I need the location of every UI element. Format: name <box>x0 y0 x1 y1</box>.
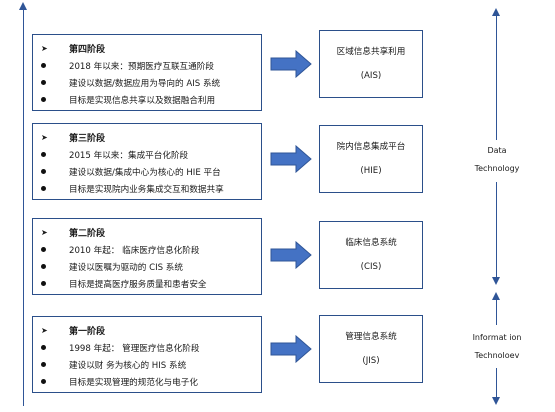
system-box-ais: 区域信息共享利用 (AIS) <box>319 30 423 98</box>
stage-bullet: 2010 年起： 临床医疗信息化阶段 <box>69 245 200 256</box>
flow-arrow-icon <box>270 335 312 363</box>
stage-bullet: 建设以财 务为核心的 HIS 系统 <box>69 360 187 371</box>
data-technology-line-top <box>496 14 497 140</box>
arrow-bullet-icon: ➤ <box>41 43 48 53</box>
stage-bullet: 目标是实现院内业务集成交互和数据共享 <box>69 184 224 195</box>
data-technology-line-bottom <box>496 182 497 278</box>
system-name: 管理信息系统 <box>345 332 397 342</box>
flow-arrow-icon <box>270 50 312 78</box>
system-name: 区域信息共享利用 <box>336 47 406 57</box>
arrow-bullet-icon: ➤ <box>41 132 48 142</box>
timeline-axis <box>23 6 24 406</box>
information-technology-line-bottom <box>496 368 497 398</box>
stage-bullet: 2015 年以来：集成平台化阶段 <box>69 150 189 161</box>
stage-title: 第四阶段 <box>69 45 106 55</box>
stage-bullet: 1998 年起： 管理医疗信息化阶段 <box>69 343 200 354</box>
bullet-dot-icon <box>41 185 46 191</box>
arrowhead-up-icon <box>492 292 500 300</box>
arrowhead-down-icon <box>492 397 500 405</box>
stage-title: 第二阶段 <box>69 229 106 239</box>
bullet-dot-icon <box>41 263 46 269</box>
stage-bullet: 目标是实现信息共享以及数据融合利用 <box>69 95 216 106</box>
bullet-dot-icon <box>41 280 46 286</box>
stage-bullet: 建设以医嘱为驱动的 CIS 系统 <box>69 262 183 273</box>
stage-bullet: 2018 年以来：预期医疗互联互通阶段 <box>69 61 214 72</box>
arrow-bullet-icon: ➤ <box>41 325 48 335</box>
stage-bullet: 目标是实现管理的规范化与电子化 <box>69 377 198 388</box>
stage-1-box: ➤ 第一阶段 1998 年起： 管理医疗信息化阶段 建设以财 务为核心的 HIS … <box>32 316 262 393</box>
information-technology-line-top <box>496 299 497 325</box>
system-box-hie: 院内信息集成平台 (HIE) <box>319 125 423 193</box>
bullet-dot-icon <box>41 96 46 102</box>
arrowhead-up-icon <box>492 8 500 16</box>
bullet-dot-icon <box>41 168 46 174</box>
stage-4-box: ➤ 第四阶段 2018 年以来：预期医疗互联互通阶段 建设以数据/数据应用为导向的… <box>32 34 262 111</box>
stage-2-box: ➤ 第二阶段 2010 年起： 临床医疗信息化阶段 建设以医嘱为驱动的 CIS 系… <box>32 218 262 295</box>
arrow-bullet-icon: ➤ <box>41 227 48 237</box>
bullet-dot-icon <box>41 151 46 157</box>
stage-title: 第三阶段 <box>69 134 106 144</box>
bullet-dot-icon <box>41 378 46 384</box>
data-technology-label: Data Technology <box>474 146 520 173</box>
bullet-dot-icon <box>41 246 46 252</box>
bullet-dot-icon <box>41 79 46 85</box>
stage-3-box: ➤ 第三阶段 2015 年以来：集成平台化阶段 建设以数据/集成中心为核心的 HI… <box>32 123 262 200</box>
system-name: 临床信息系统 <box>345 238 397 248</box>
bullet-dot-icon <box>41 361 46 367</box>
stage-bullet: 建设以数据/数据应用为导向的 AIS 系统 <box>69 78 221 89</box>
flow-arrow-icon <box>270 241 312 269</box>
bullet-dot-icon <box>41 344 46 350</box>
stage-title: 第一阶段 <box>69 327 106 337</box>
flow-arrow-icon <box>270 145 312 173</box>
system-abbr: (HIE) <box>360 166 382 176</box>
system-box-jis: 管理信息系统 (JIS) <box>319 315 423 383</box>
system-abbr: (JIS) <box>362 356 380 366</box>
arrowhead-down-icon <box>492 277 500 285</box>
information-technology-label: Informat ion Technoloev <box>472 333 522 360</box>
stage-bullet: 目标是提高医疗服务质量和患者安全 <box>69 279 207 290</box>
bullet-dot-icon <box>41 62 46 68</box>
system-name: 院内信息集成平台 <box>336 142 406 152</box>
stage-bullet: 建设以数据/集成中心为核心的 HIE 平台 <box>69 167 221 178</box>
system-box-cis: 临床信息系统 (CIS) <box>319 221 423 289</box>
system-abbr: (CIS) <box>360 262 382 272</box>
system-abbr: (AIS) <box>360 71 382 81</box>
